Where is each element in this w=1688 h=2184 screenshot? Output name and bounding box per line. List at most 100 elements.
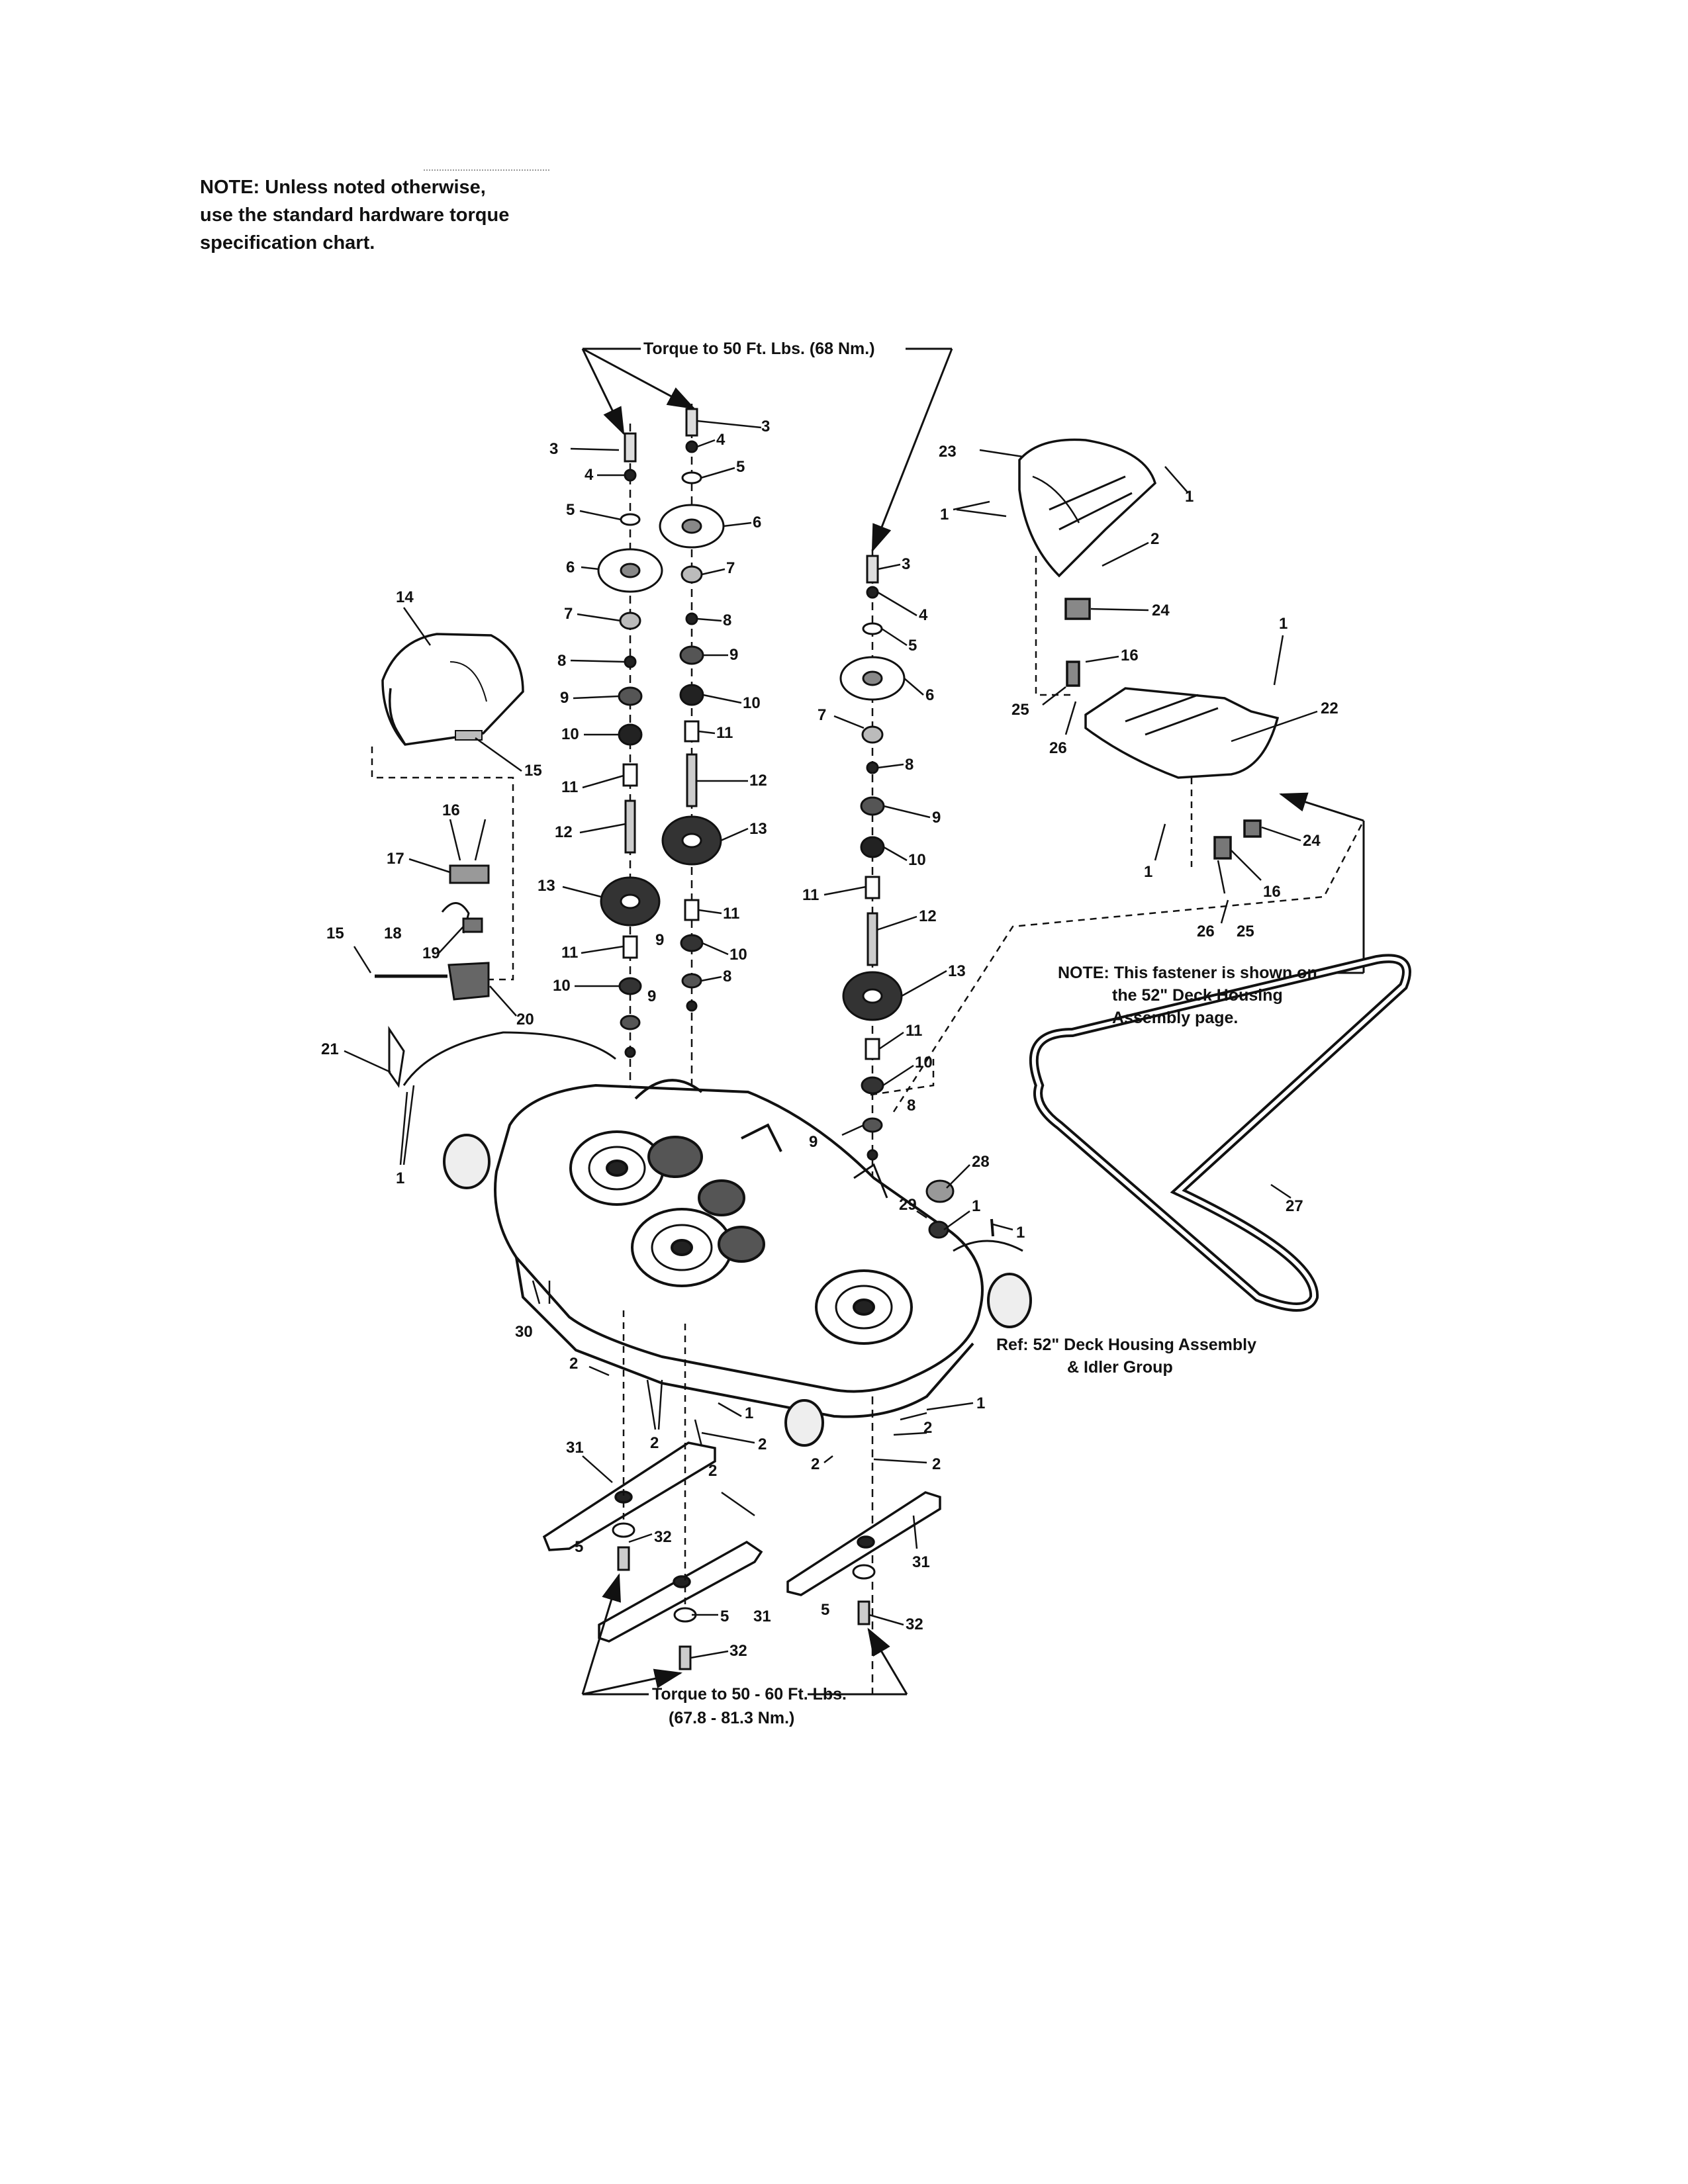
idler-parts: [867, 1059, 994, 1239]
callout-6: 6: [753, 514, 761, 531]
callout-12: 12: [919, 907, 937, 925]
callout-8: 8: [723, 612, 731, 629]
torque-spec-note: NOTE: Unless noted otherwise, use the st…: [200, 173, 571, 257]
callout-9: 9: [560, 689, 569, 707]
callout-1: 1: [745, 1404, 753, 1422]
callout-9: 9: [809, 1133, 818, 1151]
callout-1: 1: [1185, 488, 1194, 506]
callout-2: 2: [923, 1419, 932, 1437]
callout-1: 1: [972, 1197, 980, 1215]
callout-11: 11: [723, 905, 739, 923]
callout-15: 15: [326, 925, 344, 942]
callout-13: 13: [948, 962, 966, 980]
callout-24: 24: [1152, 602, 1170, 619]
callout-9: 9: [729, 646, 738, 664]
callout-32: 32: [654, 1528, 672, 1546]
note-line-2: use the standard hardware torque: [200, 205, 510, 226]
callout-7: 7: [564, 605, 573, 623]
deck-housing: [443, 1079, 1032, 1447]
callout-24: 24: [1303, 832, 1321, 850]
callout-15: 15: [524, 762, 542, 780]
callout-8: 8: [557, 652, 566, 670]
fastener-note-line-2: the 52" Deck Housing: [1112, 986, 1283, 1005]
callout-2: 2: [708, 1462, 717, 1480]
callout-1: 1: [1144, 863, 1152, 881]
callout-19: 19: [422, 944, 440, 962]
callout-3: 3: [902, 555, 910, 573]
callout-2: 2: [811, 1455, 820, 1473]
reference-note: Ref: 52" Deck Housing Assembly & Idler G…: [996, 1336, 1256, 1377]
callout-4: 4: [585, 466, 594, 484]
callout-11: 11: [802, 886, 819, 904]
callout-9: 9: [655, 931, 664, 949]
callout-4: 4: [716, 431, 726, 449]
callout-26: 26: [1197, 923, 1215, 940]
callout-32: 32: [729, 1642, 747, 1660]
callout-10: 10: [915, 1054, 933, 1071]
callout-13: 13: [749, 820, 767, 838]
callout-16: 16: [1263, 883, 1281, 901]
callout-20: 20: [516, 1011, 534, 1028]
callout-labels: 3 4 5 6 7 8 9 10 11 12 13 11 10 3 4 5 6 …: [321, 418, 1338, 1660]
callout-1: 1: [1279, 615, 1288, 633]
callout-22: 22: [1321, 700, 1338, 717]
callout-5: 5: [908, 637, 917, 655]
callout-31: 31: [912, 1553, 930, 1571]
callout-27: 27: [1286, 1197, 1303, 1215]
callout-9: 9: [647, 987, 656, 1005]
callout-31: 31: [566, 1439, 584, 1457]
callout-2: 2: [569, 1355, 578, 1373]
callout-2: 2: [650, 1434, 659, 1452]
reference-line-2: & Idler Group: [1067, 1358, 1173, 1377]
callout-25: 25: [1011, 701, 1029, 719]
belt-cover-left: [371, 633, 524, 981]
callout-2: 2: [932, 1455, 941, 1473]
callout-7: 7: [726, 559, 735, 577]
callout-8: 8: [723, 968, 731, 985]
spindle-right: [839, 549, 906, 1694]
callout-11: 11: [716, 724, 733, 742]
callout-32: 32: [906, 1615, 923, 1633]
callout-10: 10: [561, 725, 579, 743]
callout-10: 10: [908, 851, 926, 869]
callout-5: 5: [575, 1538, 583, 1556]
callout-14: 14: [396, 588, 414, 606]
torque-top-annotation: Torque to 50 Ft. Lbs. (68 Nm.): [581, 340, 953, 553]
callout-28: 28: [972, 1153, 990, 1171]
header-rule: [424, 169, 549, 171]
callout-10: 10: [729, 946, 747, 964]
callout-4: 4: [919, 606, 928, 624]
callout-16: 16: [442, 801, 460, 819]
callout-10: 10: [743, 694, 761, 712]
callout-12: 12: [749, 772, 767, 790]
callout-9: 9: [932, 809, 941, 827]
torque-bottom-annotation: Torque to 50 - 60 Ft. Lbs. (67.8 - 81.3 …: [581, 1573, 908, 1727]
note-line-1: NOTE: Unless noted otherwise,: [200, 177, 486, 198]
callout-31: 31: [753, 1608, 771, 1625]
callout-26: 26: [1049, 739, 1067, 757]
spindle-center: [659, 404, 725, 1178]
fastener-note: NOTE: This fastener is shown on the 52" …: [1058, 964, 1317, 1027]
fastener-note-leader: [892, 792, 1365, 1113]
callout-30: 30: [515, 1323, 533, 1341]
callout-8: 8: [907, 1097, 915, 1115]
callout-2: 2: [758, 1435, 767, 1453]
torque-top-text: Torque to 50 Ft. Lbs. (68 Nm.): [643, 340, 875, 358]
fastener-note-line-3: Assembly page.: [1112, 1009, 1238, 1027]
note-line-3: specification chart.: [200, 232, 375, 253]
callout-23: 23: [939, 443, 957, 461]
callout-7: 7: [818, 706, 826, 724]
callout-21: 21: [321, 1040, 339, 1058]
spindle-left: [597, 424, 663, 1138]
callout-1: 1: [940, 506, 949, 523]
callout-29: 29: [899, 1196, 917, 1214]
callout-25: 25: [1237, 923, 1254, 940]
callout-17: 17: [387, 850, 404, 868]
reference-line-1: Ref: 52" Deck Housing Assembly: [996, 1336, 1256, 1354]
callout-6: 6: [566, 559, 575, 576]
callout-3: 3: [761, 418, 770, 435]
torque-bottom-text-1: Torque to 50 - 60 Ft. Lbs.: [652, 1685, 847, 1704]
callout-8: 8: [905, 756, 914, 774]
callout-10: 10: [553, 977, 571, 995]
